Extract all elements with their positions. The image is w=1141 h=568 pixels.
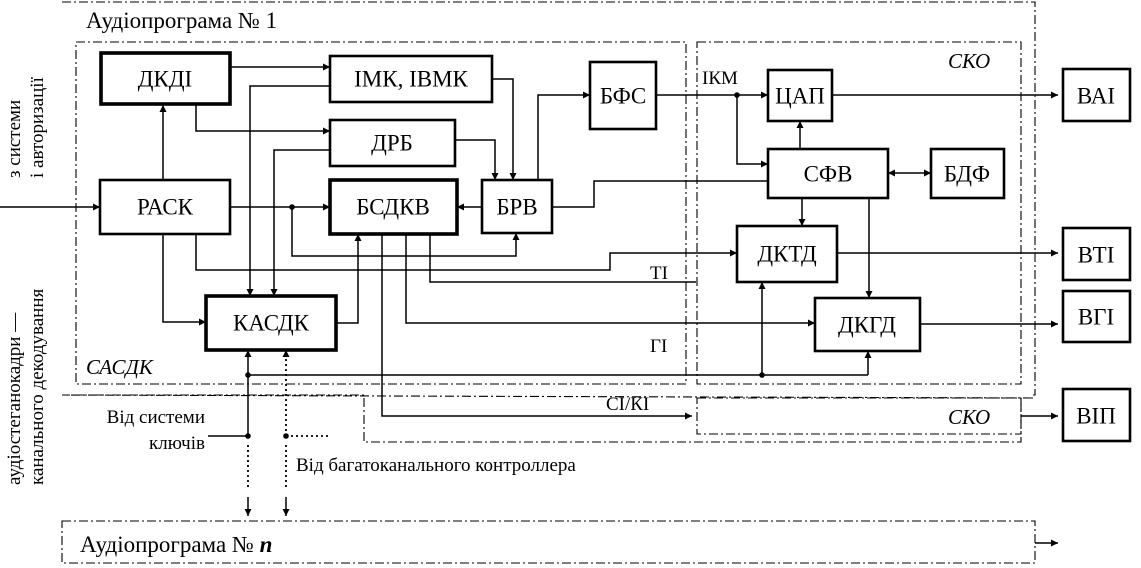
block-dkdi: ДКДІ (99, 51, 232, 106)
block-imk: ІМК, ІВМК (328, 54, 494, 104)
controller-label: Від багатоканального контроллера (296, 455, 576, 476)
left-label-line4: і авторизації (27, 76, 48, 178)
signal-ikm: ІКМ (702, 68, 738, 89)
program-1-title: Аудіопрограма № 1 (86, 8, 277, 33)
output-vip-label: ВІП (1076, 404, 1116, 429)
sasdk-label: САСДК (86, 355, 154, 379)
block-bdf-label: БДФ (944, 162, 990, 187)
block-imk-label: ІМК, ІВМК (354, 67, 468, 92)
block-bsdkv-label: БСДКВ (356, 195, 430, 220)
sko-bottom-label: СКО (948, 405, 990, 429)
connections (0, 63, 1058, 547)
left-label-line1: аудіостеганокадри — (4, 312, 25, 485)
block-dkgd-label: ДКГД (838, 313, 896, 338)
program-n-title: Аудіопрограма № n (80, 532, 272, 557)
block-dktd: ДКТД (735, 224, 839, 284)
signal-siki: СІ/КІ (606, 394, 649, 415)
block-cap-label: ЦАП (775, 84, 825, 109)
block-bfs-label: БФС (600, 84, 646, 109)
output-vai-label: ВАІ (1077, 84, 1115, 109)
keys-label-line1: Від системи (107, 407, 205, 428)
block-dkgd: ДКГД (813, 296, 922, 353)
signal-ti: ТІ (650, 263, 668, 284)
output-vti-label: ВТІ (1078, 243, 1115, 268)
left-label-line3: з системи (4, 100, 25, 178)
sko-top-label: СКО (948, 49, 990, 73)
block-rask-label: РАСК (137, 195, 194, 220)
block-bdf: БДФ (929, 147, 1006, 200)
block-bsdkv: БСДКВ (328, 178, 459, 236)
block-brv: БРВ (480, 178, 554, 235)
block-rask: РАСК (98, 178, 232, 236)
block-kasdk: КАСДК (204, 294, 338, 352)
junctions (245, 92, 765, 439)
block-cap: ЦАП (766, 68, 834, 123)
block-dktd-label: ДКТД (757, 242, 817, 267)
output-vgi-label: ВГІ (1078, 305, 1114, 330)
block-bfs: БФС (588, 60, 658, 131)
block-kasdk-label: КАСДК (233, 311, 310, 336)
block-dkdi-label: ДКДІ (138, 67, 192, 92)
block-drb-label: ДРБ (371, 131, 413, 156)
block-sfv: СФВ (766, 147, 890, 200)
output-vgi: ВГІ (1061, 289, 1132, 344)
left-label-line2: канального декодування (27, 288, 48, 485)
block-brv-label: БРВ (496, 195, 537, 220)
output-vti: ВТІ (1061, 226, 1132, 282)
sko-top-frame (696, 41, 1022, 385)
output-vai: ВАІ (1061, 67, 1132, 123)
block-drb: ДРБ (328, 118, 457, 168)
block-sfv-label: СФВ (804, 162, 853, 187)
signal-gi: ГІ (650, 336, 667, 357)
keys-label-line2: ключів (149, 433, 205, 454)
program-n-frame (61, 520, 1036, 564)
output-vip: ВІП (1061, 387, 1132, 443)
